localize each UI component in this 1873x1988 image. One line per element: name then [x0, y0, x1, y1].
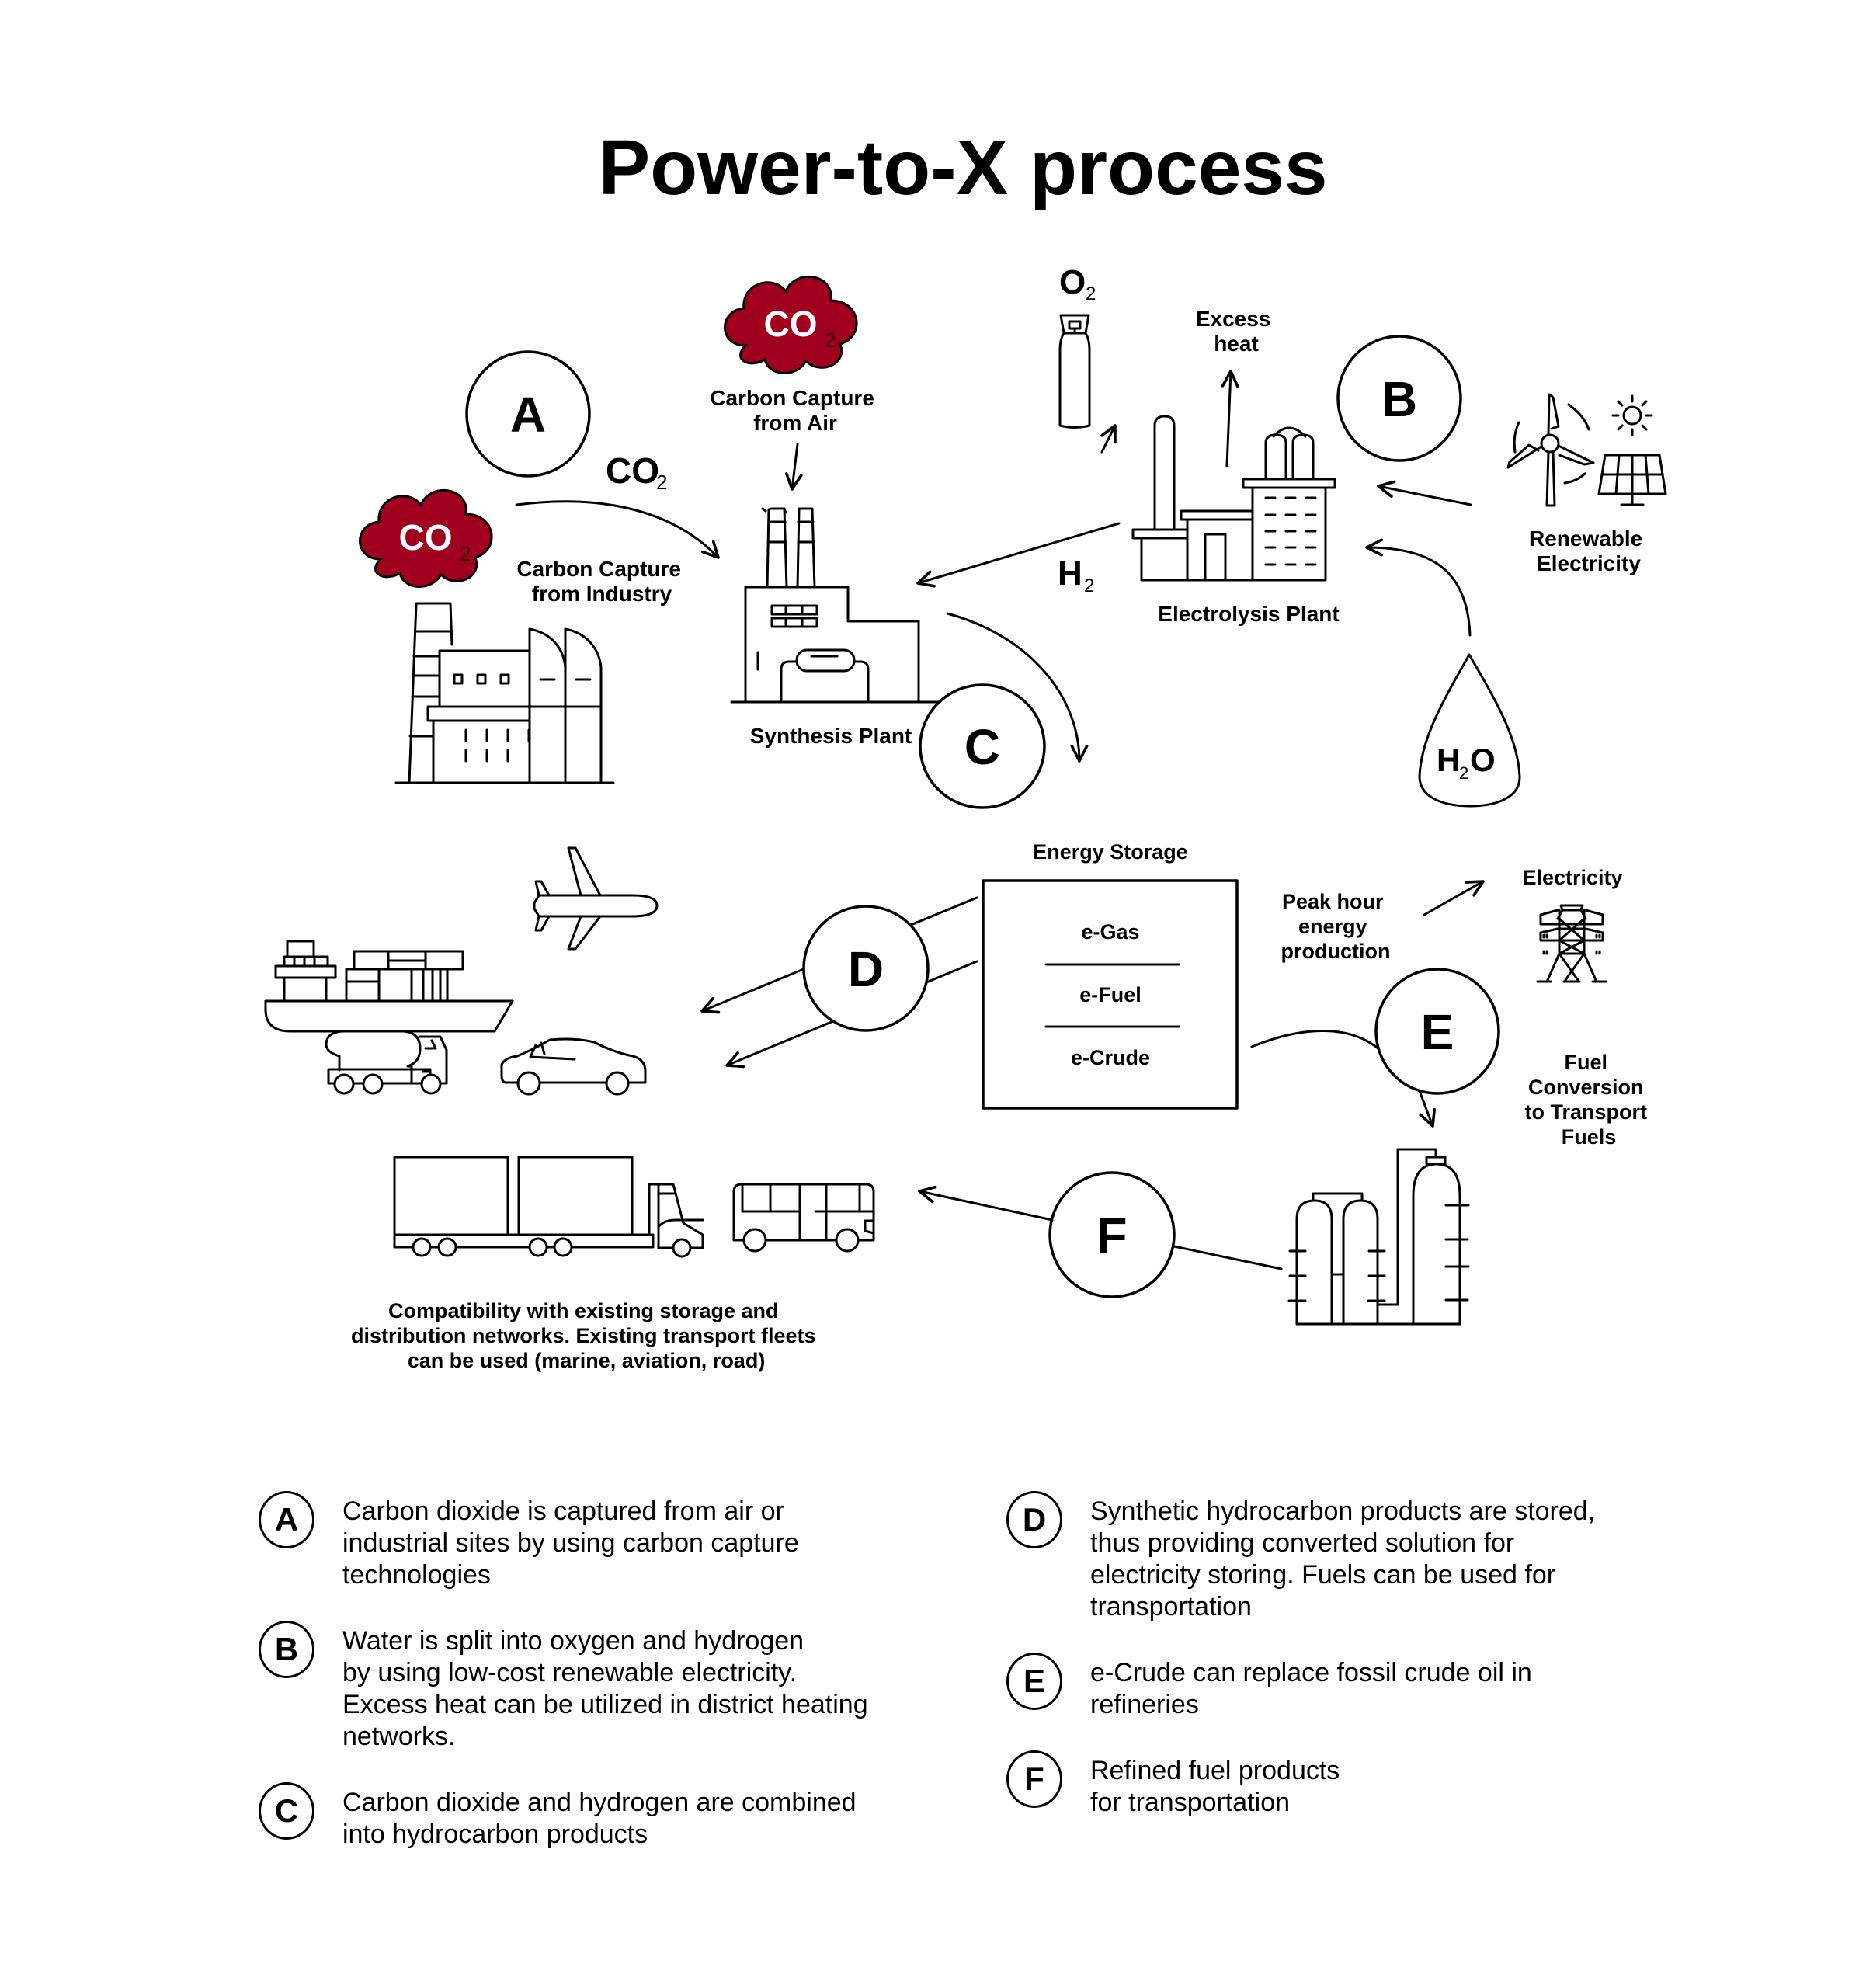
- power-pylon-icon: [1536, 904, 1607, 983]
- label-energy-storage: Energy Storage: [1033, 840, 1188, 864]
- label-excess-heat: Excess heat: [1196, 307, 1277, 356]
- refinery-icon: [1287, 1148, 1470, 1326]
- industry-factory-icon: [394, 602, 615, 784]
- arrow-e-to-refinery: [1418, 1090, 1436, 1128]
- legend-badge-f: F: [1006, 1750, 1062, 1808]
- arrow-synthesis-to-storage: [946, 612, 1089, 763]
- arrow-hydrogen-to-synthesis: [916, 522, 1121, 588]
- svg-text:2: 2: [1086, 283, 1096, 304]
- hydrogen-label: H 2: [1058, 554, 1094, 596]
- svg-text:H: H: [1437, 742, 1460, 778]
- legend-item-c: C Carbon dioxide and hydrogen are combin…: [259, 1782, 957, 1851]
- legend-item-a: A Carbon dioxide is captured from air or…: [259, 1491, 957, 1591]
- co2-cloud-air-icon: CO 2: [723, 275, 858, 375]
- label-renewable-electricity: Renewable Electricity: [1529, 527, 1649, 575]
- oxygen-cylinder-icon: [1058, 314, 1091, 429]
- legend-badge-c: C: [259, 1782, 314, 1840]
- legend-text-f: Refined fuel products for transportation: [1090, 1756, 1340, 1817]
- svg-text:O: O: [1059, 263, 1086, 301]
- svg-text:CO: CO: [606, 450, 659, 491]
- legend-item-d: D Synthetic hydrocarbon products are sto…: [1006, 1491, 1705, 1623]
- car-icon: [500, 1037, 647, 1096]
- semi-truck-icon: [393, 1156, 704, 1258]
- arrow-f-to-transport: [918, 1185, 1054, 1222]
- arrow-excess-heat: [1221, 370, 1239, 467]
- arrow-to-electricity: [1423, 880, 1485, 916]
- svg-text:B: B: [1381, 371, 1417, 427]
- arrow-storage-to-e: [1250, 1030, 1381, 1051]
- svg-text:D: D: [848, 941, 884, 997]
- svg-text:2: 2: [1459, 763, 1468, 783]
- stage-circle-e[interactable]: E: [1374, 968, 1500, 1095]
- stage-circle-d[interactable]: D: [802, 905, 930, 1032]
- stage-circle-f[interactable]: F: [1048, 1171, 1176, 1298]
- page-title: Power-to-X process: [598, 124, 1327, 211]
- arrow-air-to-synthesis: [784, 443, 803, 491]
- legend-text-b: Water is split into oxygen and hydrogen …: [342, 1626, 868, 1751]
- legend-text-e: e-Crude can replace fossil crude oil in …: [1090, 1658, 1532, 1719]
- water-drop-icon: H 2 O: [1418, 653, 1521, 808]
- legend-text-d: Synthetic hydrocarbon products are store…: [1090, 1496, 1596, 1621]
- tanker-truck-icon: [325, 1030, 448, 1095]
- arrow-to-oxygen: [1100, 424, 1117, 454]
- label-fuel-conversion: Fuel Conversion to Transport Fuels: [1524, 1051, 1652, 1149]
- legend-right: D Synthetic hydrocarbon products are sto…: [1006, 1491, 1705, 1848]
- arrow-refinery-to-f: [1173, 1245, 1283, 1270]
- label-compatibility: Compatibility with existing storage and …: [351, 1299, 822, 1372]
- svg-text:A: A: [510, 387, 546, 443]
- legend-text-a: Carbon dioxide is captured from air or i…: [342, 1496, 799, 1590]
- svg-text:F: F: [1096, 1208, 1127, 1263]
- label-peak-hour: Peak hour energy production: [1281, 890, 1391, 963]
- bus-icon: [732, 1183, 875, 1253]
- legend-badge-b: B: [259, 1621, 314, 1678]
- synthesis-plant-icon: [730, 507, 941, 704]
- arrow-industry-to-synthesis: [515, 500, 720, 559]
- legend-badge-a: A: [259, 1491, 314, 1548]
- svg-text:2: 2: [825, 328, 836, 352]
- arrow-water-to-electrolysis: [1365, 538, 1472, 637]
- legend-item-e: E e-Crude can replace fossil crude oil i…: [1006, 1653, 1705, 1721]
- svg-text:CO: CO: [764, 304, 818, 344]
- sun-icon: [1611, 394, 1653, 436]
- storage-item-e-gas: e-Gas: [1081, 920, 1139, 944]
- electrolysis-plant-icon: [1131, 415, 1336, 582]
- label-electrolysis-plant: Electrolysis Plant: [1158, 602, 1339, 626]
- airplane-icon: [533, 846, 659, 951]
- svg-text:E: E: [1421, 1004, 1454, 1060]
- storage-item-e-fuel: e-Fuel: [1079, 983, 1142, 1006]
- legend-item-f: F Refined fuel products for transportati…: [1006, 1750, 1705, 1819]
- svg-text:2: 2: [460, 542, 471, 565]
- legend-item-b: B Water is split into oxygen and hydroge…: [259, 1621, 957, 1753]
- svg-text:C: C: [964, 719, 1000, 775]
- svg-text:2: 2: [1084, 575, 1094, 596]
- cargo-ship-icon: [264, 940, 514, 1033]
- co2-label: CO 2: [606, 450, 667, 494]
- label-carbon-capture-industry: Carbon Capture from Industry: [516, 557, 686, 606]
- storage-item-e-crude: e-Crude: [1071, 1046, 1150, 1069]
- svg-text:H: H: [1058, 554, 1082, 593]
- stage-circle-c[interactable]: C: [919, 683, 1046, 809]
- energy-storage-box[interactable]: e-Gas e-Fuel e-Crude: [982, 879, 1239, 1110]
- label-carbon-capture-air: Carbon Capture from Air: [710, 386, 880, 435]
- label-synthesis-plant: Synthesis Plant: [750, 724, 912, 748]
- legend-badge-e: E: [1006, 1653, 1062, 1710]
- legend-badge-d: D: [1006, 1491, 1062, 1548]
- oxygen-label: O 2: [1059, 263, 1096, 304]
- wind-turbine-icon: [1506, 393, 1595, 507]
- svg-text:2: 2: [656, 471, 667, 494]
- stage-circle-a[interactable]: A: [465, 350, 591, 478]
- svg-text:CO: CO: [399, 517, 453, 558]
- stage-circle-b[interactable]: B: [1336, 335, 1462, 462]
- label-electricity: Electricity: [1522, 866, 1622, 889]
- solar-panel-icon: [1597, 454, 1667, 506]
- svg-text:O: O: [1470, 742, 1496, 778]
- legend-left: A Carbon dioxide is captured from air or…: [259, 1491, 957, 1880]
- co2-cloud-industry-icon: CO 2: [358, 488, 493, 589]
- legend-text-c: Carbon dioxide and hydrogen are combined…: [342, 1788, 857, 1849]
- arrow-renewable-to-electrolysis: [1377, 480, 1472, 506]
